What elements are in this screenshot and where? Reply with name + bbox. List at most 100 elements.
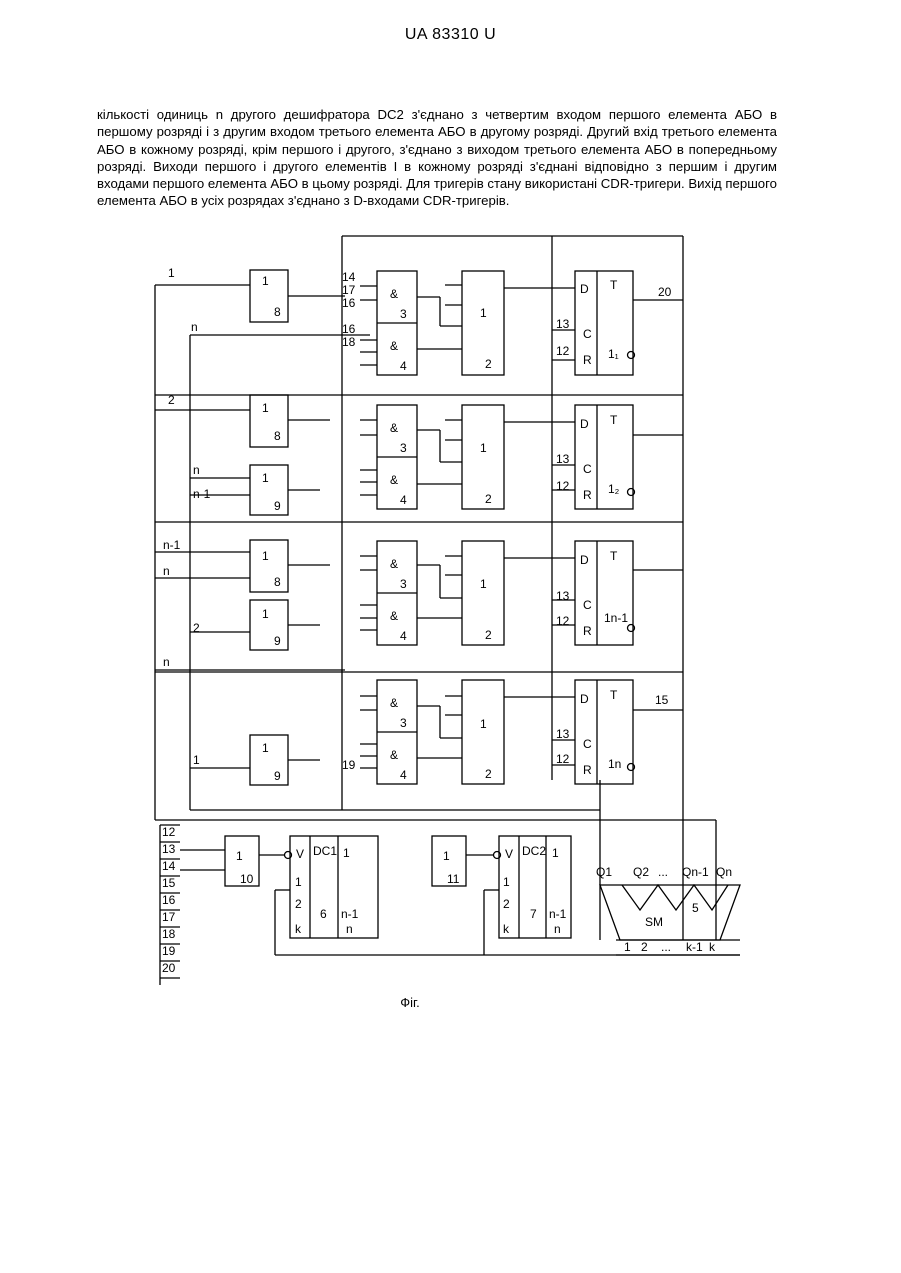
dc1-out-1: 1 — [343, 846, 350, 860]
or-symbol-9c: 1 — [262, 741, 269, 755]
t-label-1: T — [610, 278, 618, 292]
dc2-out-1: 1 — [552, 846, 559, 860]
pin-17: 17 — [342, 283, 356, 297]
dc2-out-n1: n-1 — [549, 907, 567, 921]
and-symbol-r3a: & — [390, 557, 398, 571]
t-label-4: T — [610, 688, 618, 702]
output-20-label: 20 — [658, 285, 672, 299]
sm-q1: Q1 — [596, 865, 612, 879]
pin-13-r2: 13 — [556, 452, 570, 466]
or-symbol-r1: 1 — [480, 306, 487, 320]
and-symbol-r2b: & — [390, 473, 398, 487]
and-num-r3a: 3 — [400, 577, 407, 591]
pin-labels: 1 2 n n-1 n-1 n 2 n 1 1 8 1 8 1 9 1 8 1 … — [162, 266, 732, 975]
pin-13-r1: 13 — [556, 317, 570, 331]
trigger-2: 1₂ — [608, 482, 620, 496]
bus-19: 19 — [162, 944, 176, 958]
gate-8b-num: 8 — [274, 429, 281, 443]
bus-16: 16 — [162, 893, 176, 907]
sm-qdots: ... — [658, 865, 668, 879]
sm-qn1: Qn-1 — [682, 865, 709, 879]
dc1-in-1: 1 — [295, 875, 302, 889]
input-n-row4-label: n — [163, 655, 170, 669]
gate-9c-num: 9 — [274, 769, 281, 783]
n-label-top: n — [191, 320, 198, 334]
r-label-1: R — [583, 353, 592, 367]
and-num-r3b: 4 — [400, 629, 407, 643]
or-num-r1: 2 — [485, 357, 492, 371]
pin-16b: 16 — [342, 322, 356, 336]
and-num-r2a: 3 — [400, 441, 407, 455]
dc2-in-2: 2 — [503, 897, 510, 911]
and-symbol-r3b: & — [390, 609, 398, 623]
bus-14: 14 — [162, 859, 176, 873]
t-label-2: T — [610, 413, 618, 427]
sm-k1: 1 — [624, 940, 631, 954]
figure-caption: Фіг. — [380, 995, 440, 1010]
gate-10-num: 10 — [240, 872, 254, 886]
gate-11-num: 11 — [447, 872, 460, 886]
gate-8a-num: 8 — [274, 305, 281, 319]
gate-9a-num: 9 — [274, 499, 281, 513]
bus-18: 18 — [162, 927, 176, 941]
c-label-1: C — [583, 327, 592, 341]
d-label-2: D — [580, 417, 589, 431]
input-n1-label: n-1 — [193, 487, 211, 501]
or-symbol-11: 1 — [443, 849, 450, 863]
dc2-num: 7 — [530, 907, 537, 921]
or-symbol-r2: 1 — [480, 441, 487, 455]
sm-kk1: k-1 — [686, 940, 703, 954]
input-n-label: n — [193, 463, 200, 477]
dc1-in-2: 2 — [295, 897, 302, 911]
r-label-2: R — [583, 488, 592, 502]
pin-18: 18 — [342, 335, 356, 349]
pin-13-r3: 13 — [556, 589, 570, 603]
input-2-label: 2 — [168, 393, 175, 407]
d-label-3: D — [580, 553, 589, 567]
and-num-r1a: 3 — [400, 307, 407, 321]
bus-12: 12 — [162, 825, 176, 839]
dc1-in-k: k — [295, 922, 302, 936]
r-label-4: R — [583, 763, 592, 777]
c-label-3: C — [583, 598, 592, 612]
or-symbol-10: 1 — [236, 849, 243, 863]
sm-qn: Qn — [716, 865, 732, 879]
v-label-6: V — [296, 847, 304, 861]
sm-label: SM — [645, 915, 663, 929]
and-num-r4b: 4 — [400, 768, 407, 782]
trigger-3: 1n-1 — [604, 611, 628, 625]
or-num-r4: 2 — [485, 767, 492, 781]
d-label-1: D — [580, 282, 589, 296]
bus-17: 17 — [162, 910, 176, 924]
pin-13-r4: 13 — [556, 727, 570, 741]
gate-9b-num: 9 — [274, 634, 281, 648]
dc1-out-n: n — [346, 922, 353, 936]
and-symbol-r1b: & — [390, 339, 398, 353]
trigger-4: 1n — [608, 757, 621, 771]
dc1-label: DC1 — [313, 844, 337, 858]
dc2-label: DC2 — [522, 844, 546, 858]
or-symbol-8a: 1 — [262, 274, 269, 288]
dc1-out-n1: n-1 — [341, 907, 359, 921]
or-symbol-r3: 1 — [480, 577, 487, 591]
input-n1-row3-label: n-1 — [163, 538, 181, 552]
sm-number: 5 — [692, 901, 699, 915]
or-symbol-8b: 1 — [262, 401, 269, 415]
and-num-r2b: 4 — [400, 493, 407, 507]
or-symbol-8c: 1 — [262, 549, 269, 563]
pin-12-r1: 12 — [556, 344, 570, 358]
dc2-in-k: k — [503, 922, 510, 936]
and-symbol-r1a: & — [390, 287, 398, 301]
input-1-row4-label: 1 — [193, 753, 200, 767]
bus-13: 13 — [162, 842, 176, 856]
output-15-label: 15 — [655, 693, 669, 707]
input-n-row3-label: n — [163, 564, 170, 578]
or-symbol-9b: 1 — [262, 607, 269, 621]
sm-kk: k — [709, 940, 716, 954]
trigger-1: 1₁ — [608, 347, 619, 361]
or-num-r3: 2 — [485, 628, 492, 642]
dc1-num: 6 — [320, 907, 327, 921]
gate-8c-num: 8 — [274, 575, 281, 589]
d-label-4: D — [580, 692, 589, 706]
dc2-in-1: 1 — [503, 875, 510, 889]
